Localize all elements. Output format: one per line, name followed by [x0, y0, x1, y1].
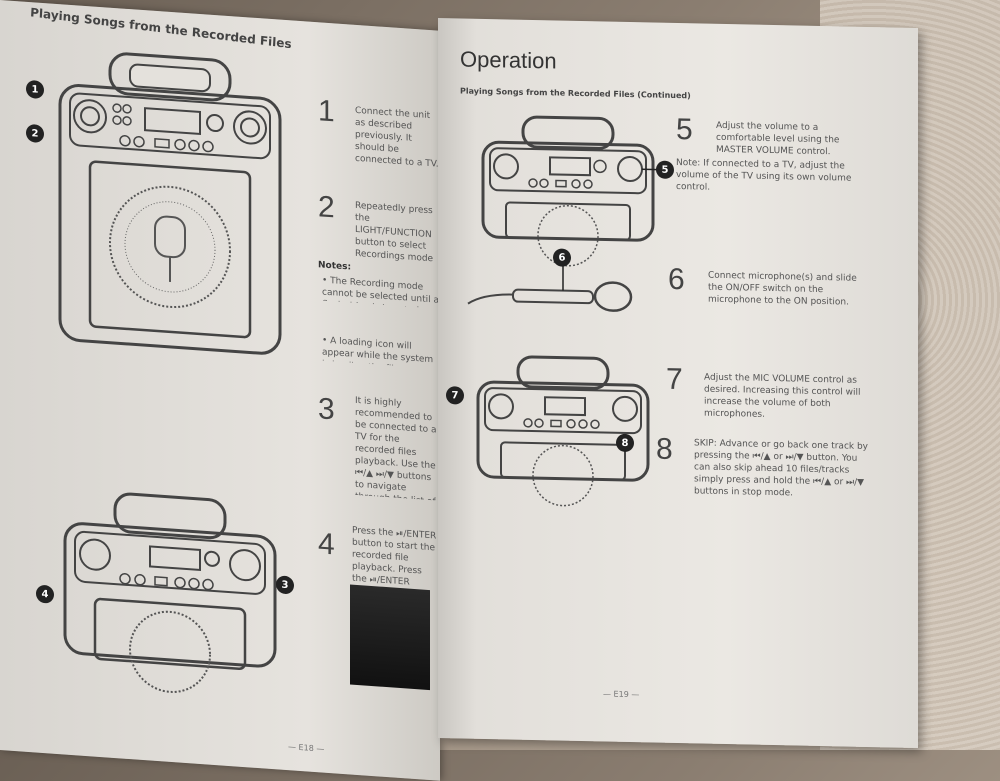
page-title: Operation [460, 46, 557, 74]
step-number-5: 5 [676, 113, 693, 147]
notes-heading: Notes: [318, 260, 351, 272]
step-text-1: Connect the unit as described previously… [355, 105, 440, 171]
speaker-illustration-master-volume [478, 114, 658, 238]
step-text-2: Repeatedly press the LIGHT/FUNCTION butt… [355, 200, 440, 266]
step-number-3: 3 [318, 392, 335, 427]
step-number-7: 7 [666, 363, 683, 397]
step-number-1: 1 [318, 94, 335, 129]
speaker-illustration-mic-volume [473, 354, 653, 478]
speaker-illustration-top [55, 44, 285, 360]
note-1: • The Recording mode cannot be selected … [322, 275, 440, 309]
step-text-7: Adjust the MIC VOLUME control as desired… [704, 372, 874, 424]
callout-7: 7 [446, 386, 464, 404]
microphone-illustration [468, 264, 638, 328]
step-number-6: 6 [668, 263, 685, 297]
tv-screen-photo [350, 584, 430, 690]
page-subtitle: Playing Songs from the Recorded Files (C… [460, 86, 691, 100]
callout-6: 6 [553, 248, 571, 266]
callout-5: 5 [656, 161, 674, 179]
callout-4: 4 [36, 585, 54, 604]
step-number-8: 8 [656, 433, 673, 467]
callout-1: 1 [26, 80, 44, 99]
callout-2: 2 [26, 124, 44, 143]
step-text-5: Adjust the volume to a comfortable level… [716, 120, 866, 159]
step-number-4: 4 [318, 527, 335, 562]
right-page: Operation Playing Songs from the Recorde… [438, 18, 918, 748]
left-page: Playing Songs from the Recorded Files 1 … [0, 0, 440, 781]
right-page-number: — E19 — [603, 689, 639, 699]
note-2: • A loading icon will appear while the s… [322, 335, 440, 369]
step-number-2: 2 [318, 190, 335, 225]
step-note-5: Note: If connected to a TV, adjust the v… [676, 157, 866, 197]
step-text-6: Connect microphone(s) and slide the ON/O… [708, 270, 873, 309]
step-text-8: SKIP: Advance or go back one track by pr… [694, 437, 874, 501]
speaker-illustration-bottom [60, 484, 280, 659]
left-page-number: — E18 — [288, 742, 324, 754]
callout-8: 8 [616, 434, 634, 452]
step-text-4: Press the ⏯/ENTER button to start the re… [352, 525, 437, 591]
callout-3: 3 [276, 575, 294, 594]
step-text-3: It is highly recommended to be connected… [355, 395, 440, 501]
